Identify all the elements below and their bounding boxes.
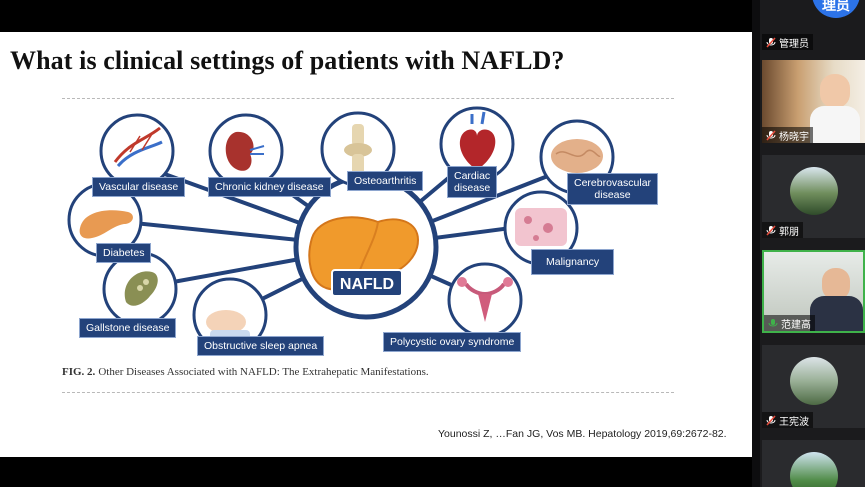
participant-name-bar: 杨晓宇 xyxy=(762,127,813,143)
label-vascular-disease: Vascular disease xyxy=(92,177,186,197)
participant-name-bar: 郭朋 xyxy=(762,222,803,238)
panel-divider[interactable] xyxy=(752,0,760,487)
label-chronic-kidney-disease: Chronic kidney disease xyxy=(208,177,331,197)
label-gallstone-disease: Gallstone disease xyxy=(79,318,177,338)
participant-name: 郭朋 xyxy=(779,226,799,238)
citation: Younossi Z, …Fan JG, Vos MB. Hepatology … xyxy=(438,428,727,440)
mic-muted-icon xyxy=(766,37,776,47)
heart-illustration xyxy=(459,111,496,170)
host-badge[interactable]: 理员 xyxy=(812,0,860,18)
participant-name: 范建高 xyxy=(781,319,811,331)
participant-name: 杨晓宇 xyxy=(779,131,809,143)
kidney-illustration xyxy=(225,131,265,171)
top-black-bar xyxy=(0,0,752,32)
vascular-illustration xyxy=(113,126,163,168)
label-osteoarthritis: Osteoarthritis xyxy=(347,171,424,191)
slide-title: What is clinical settings of patients wi… xyxy=(10,46,565,75)
pancreas-illustration xyxy=(79,210,133,239)
mic-muted-icon xyxy=(766,225,776,235)
shared-slide: What is clinical settings of patients wi… xyxy=(0,32,752,457)
malignancy-illustration xyxy=(515,208,567,246)
participant-suit xyxy=(810,296,863,331)
mic-muted-icon xyxy=(766,415,776,425)
participant-tile[interactable] xyxy=(762,440,865,487)
figure-caption: FIG. 2.Other Diseases Associated with NA… xyxy=(62,366,429,378)
participant-name-bar: 王宪波 xyxy=(762,412,813,428)
label-polycystic-ovary-syndrome: Polycystic ovary syndrome xyxy=(383,332,522,352)
participant-name-bar: 管理员 xyxy=(762,34,813,50)
participant-avatar xyxy=(789,357,838,405)
nafld-diagram: NAFLD Vascular disease Chronic kidney di… xyxy=(0,32,752,362)
label-obstructive-sleep-apnea: Obstructive sleep apnea xyxy=(197,336,325,356)
participant-name: 管理员 xyxy=(779,38,809,50)
brain-illustration xyxy=(551,139,603,173)
nafld-hub-label: NAFLD xyxy=(331,269,403,297)
label-cardiac-disease: Cardiac disease xyxy=(447,166,498,198)
participant-avatar xyxy=(789,452,838,487)
mic-muted-icon xyxy=(766,130,776,140)
participant-tile[interactable]: 管理员 xyxy=(762,28,865,50)
participant-face xyxy=(820,74,850,108)
ovary-illustration xyxy=(457,277,513,322)
participant-face xyxy=(822,268,850,300)
caption-prefix: FIG. 2. xyxy=(62,366,96,378)
mic-active-icon xyxy=(768,318,778,326)
label-malignancy: Malignancy xyxy=(531,249,615,275)
osteoarthritis-illustration xyxy=(344,124,372,176)
label-cerebrovascular-disease: Cerebrovascular disease xyxy=(567,173,659,205)
participant-name-bar: 范建高 xyxy=(764,315,815,331)
divider-top xyxy=(62,98,674,99)
participant-tile[interactable]: 王宪波 xyxy=(762,345,865,428)
participant-tile-active[interactable]: 范建高 xyxy=(762,250,865,333)
divider-bottom xyxy=(62,392,674,393)
participant-tile[interactable]: 郭朋 xyxy=(762,155,865,238)
bottom-black-bar xyxy=(0,457,752,487)
participant-tile[interactable]: 杨晓宇 xyxy=(762,60,865,143)
caption-text: Other Diseases Associated with NAFLD: Th… xyxy=(98,366,429,378)
participant-shirt xyxy=(810,106,860,143)
gallstone-illustration xyxy=(124,271,158,306)
label-diabetes: Diabetes xyxy=(96,243,152,263)
participant-avatar xyxy=(789,167,838,215)
participant-name: 王宪波 xyxy=(779,416,809,428)
